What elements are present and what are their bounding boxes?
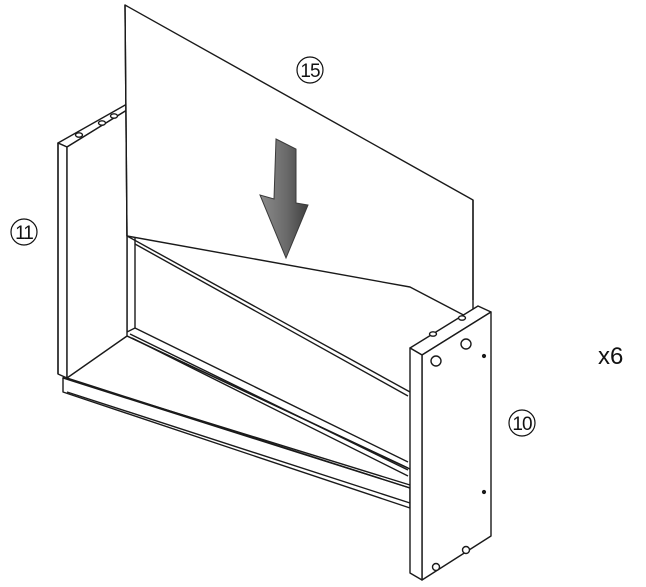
bottom-shelf-front-edge [66,377,411,504]
part-label-11: 11 [10,218,38,246]
part-label-10: 10 [508,409,536,437]
svg-text:15: 15 [300,61,320,82]
down-arrow-icon [259,138,309,260]
svg-text:10: 10 [512,414,532,435]
bottom-shelf-board [62,335,413,509]
svg-text:11: 11 [15,223,33,244]
part-label-15: 15 [296,56,324,84]
right-side-panel [409,305,492,581]
top-panel-15 [124,4,474,397]
rear-rail [126,235,409,471]
left-side-panel [57,103,128,379]
quantity-label: x6 [598,343,623,370]
